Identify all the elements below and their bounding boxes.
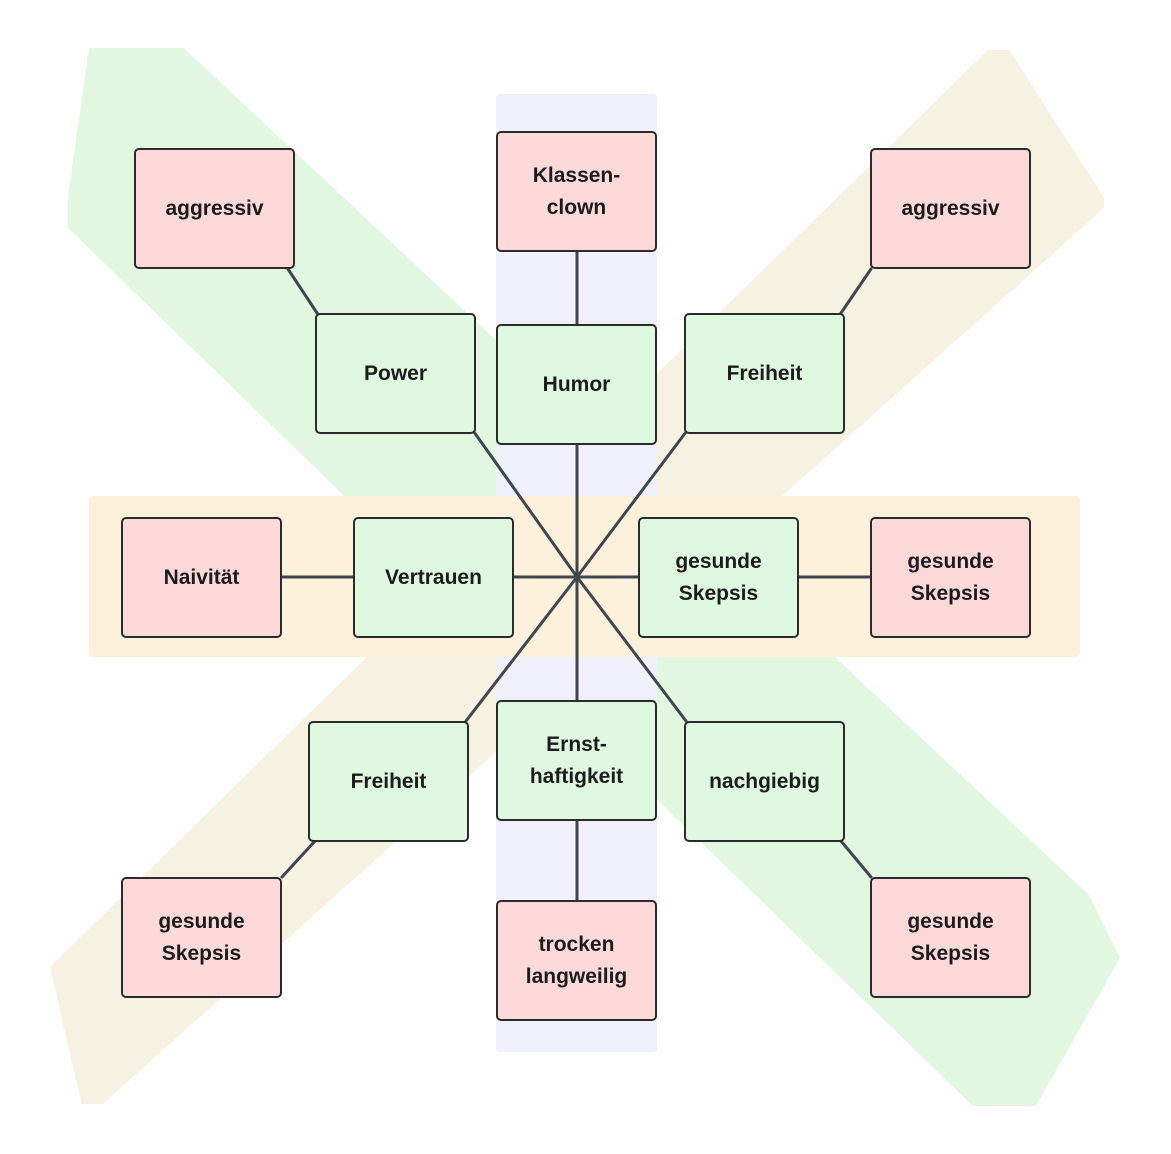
node-gesunde-skepsis-bottom-left: gesunde Skepsis <box>121 877 282 998</box>
connector-freiheit-center <box>575 430 688 579</box>
connector-nachgiebig-skepsis <box>839 839 873 879</box>
node-aggressiv-right: aggressiv <box>870 148 1031 269</box>
connector-center-freiheit <box>464 575 579 723</box>
node-naivitaet: Naivität <box>121 517 282 638</box>
node-aggressiv-left: aggressiv <box>134 148 295 269</box>
connector-aggressiv-freiheit <box>839 267 873 315</box>
node-klassenclown: Klassen- clown <box>496 131 657 252</box>
node-trocken-langweilig: trocken langweilig <box>496 900 657 1021</box>
node-humor: Humor <box>496 324 657 445</box>
node-gesunde-skepsis-bottom-right: gesunde Skepsis <box>870 877 1031 998</box>
node-freiheit-top: Freiheit <box>684 313 845 434</box>
node-power: Power <box>315 313 476 434</box>
connector-aggressiv-power <box>286 267 319 315</box>
node-nachgiebig: nachgiebig <box>684 721 845 842</box>
node-gesunde-skepsis-right: gesunde Skepsis <box>870 517 1031 638</box>
connector-power-center <box>472 430 579 579</box>
node-freiheit-bottom: Freiheit <box>308 721 469 842</box>
node-vertrauen: Vertrauen <box>353 517 514 638</box>
connector-center-nachgiebig <box>575 575 688 723</box>
node-ernsthaftigkeit: Ernst- haftigkeit <box>496 700 657 821</box>
connector-freiheit-skepsis <box>280 839 317 879</box>
node-gesunde-skepsis-center: gesunde Skepsis <box>638 517 799 638</box>
